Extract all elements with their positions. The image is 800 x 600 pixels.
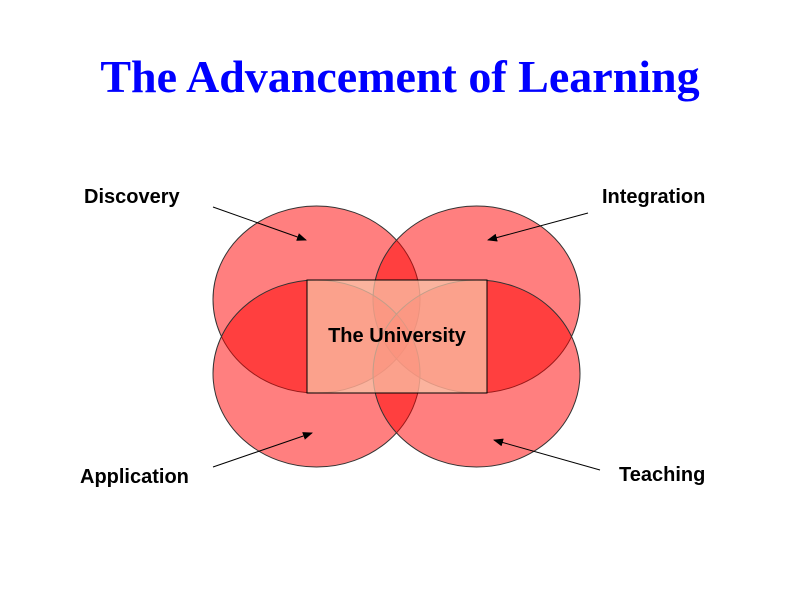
university-label: The University	[328, 325, 466, 347]
slide-title: The Advancement of Learning	[100, 51, 700, 102]
integration-arrow	[487, 212, 589, 242]
discovery-label: Discovery	[84, 186, 180, 208]
teaching-label: Teaching	[619, 464, 706, 486]
integration-label: Integration	[602, 186, 706, 208]
application-label: Application	[80, 466, 189, 488]
application-arrow	[212, 432, 313, 468]
university-box	[306, 279, 488, 394]
discovery-arrow	[212, 206, 307, 241]
teaching-arrow	[493, 438, 601, 471]
